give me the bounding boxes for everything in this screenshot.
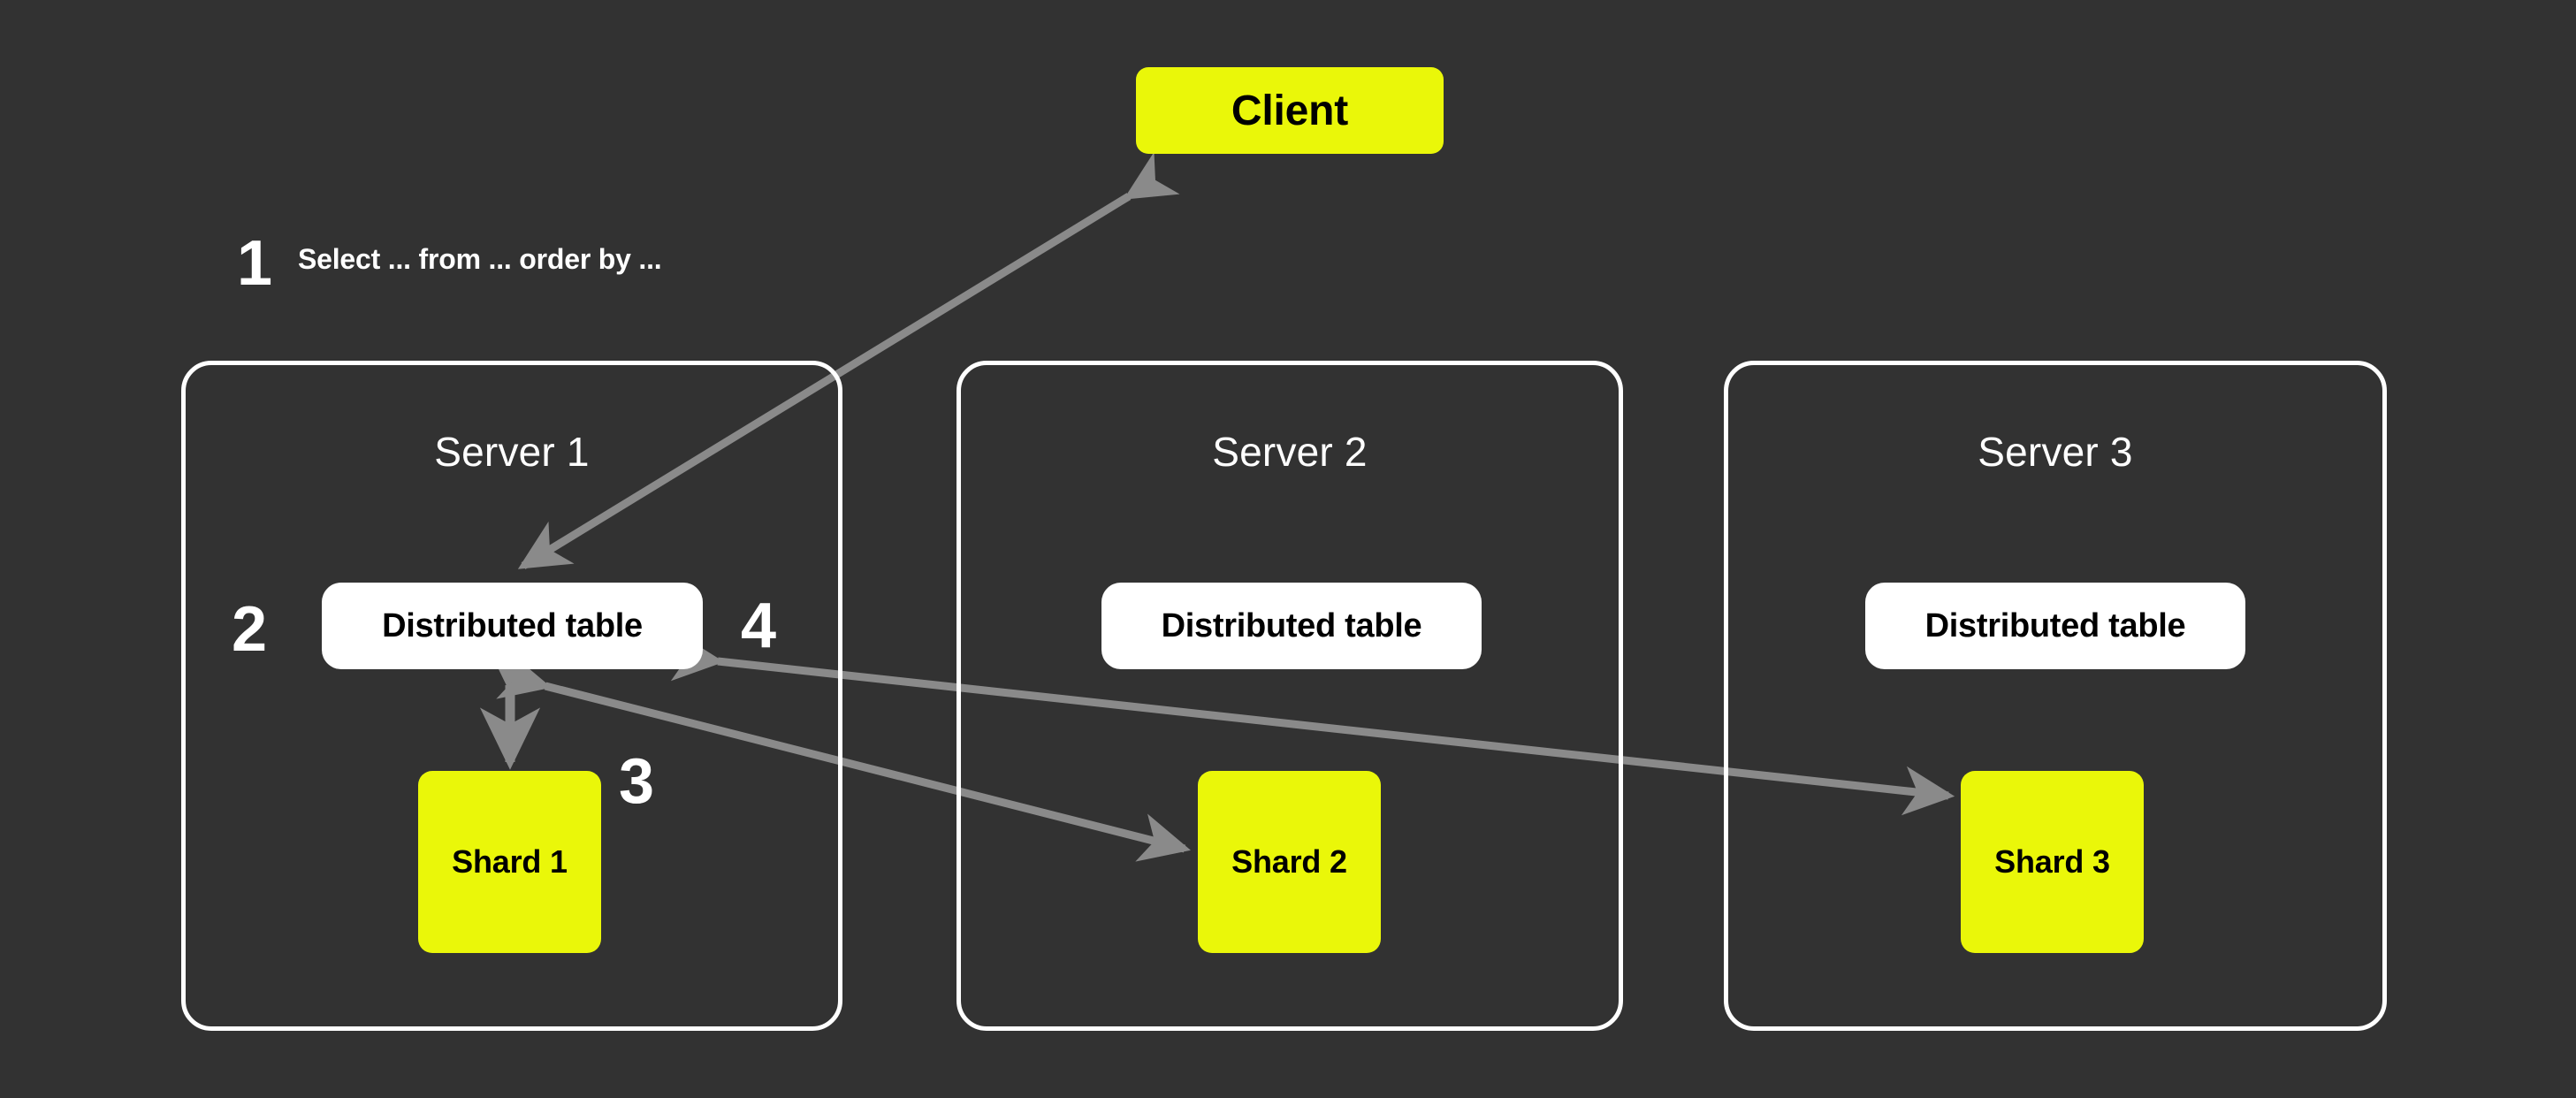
step-number-2: 2 [232,594,268,665]
shard-1-label: Shard 1 [452,843,568,880]
server-3-distributed-table[interactable]: Distributed table [1865,583,2245,669]
shard-1-node[interactable]: Shard 1 [418,771,601,953]
step-number-3: 3 [619,746,655,817]
server-1-distributed-table-label: Distributed table [382,606,643,644]
server-2-frame [956,361,1623,1031]
step-number-4: 4 [741,591,777,661]
server-2-distributed-table[interactable]: Distributed table [1101,583,1482,669]
shard-3-label: Shard 3 [1994,843,2110,880]
server-1-distributed-table[interactable]: Distributed table [322,583,703,669]
client-label: Client [1231,87,1349,134]
step-number-1: 1 [237,228,273,299]
server-1-title: Server 1 [434,429,590,475]
client-node[interactable]: Client [1136,67,1444,154]
server-2-distributed-table-label: Distributed table [1161,606,1422,644]
shard-2-label: Shard 2 [1231,843,1347,880]
step-1-caption: Select ... from ... order by ... [298,243,662,275]
server-3-distributed-table-label: Distributed table [1924,606,2186,644]
server-3-frame [1724,361,2387,1031]
server-2-title: Server 2 [1212,429,1368,475]
shard-2-node[interactable]: Shard 2 [1198,771,1381,953]
shard-3-node[interactable]: Shard 3 [1961,771,2144,953]
server-1-frame [181,361,842,1031]
server-3-title: Server 3 [1978,429,2133,475]
